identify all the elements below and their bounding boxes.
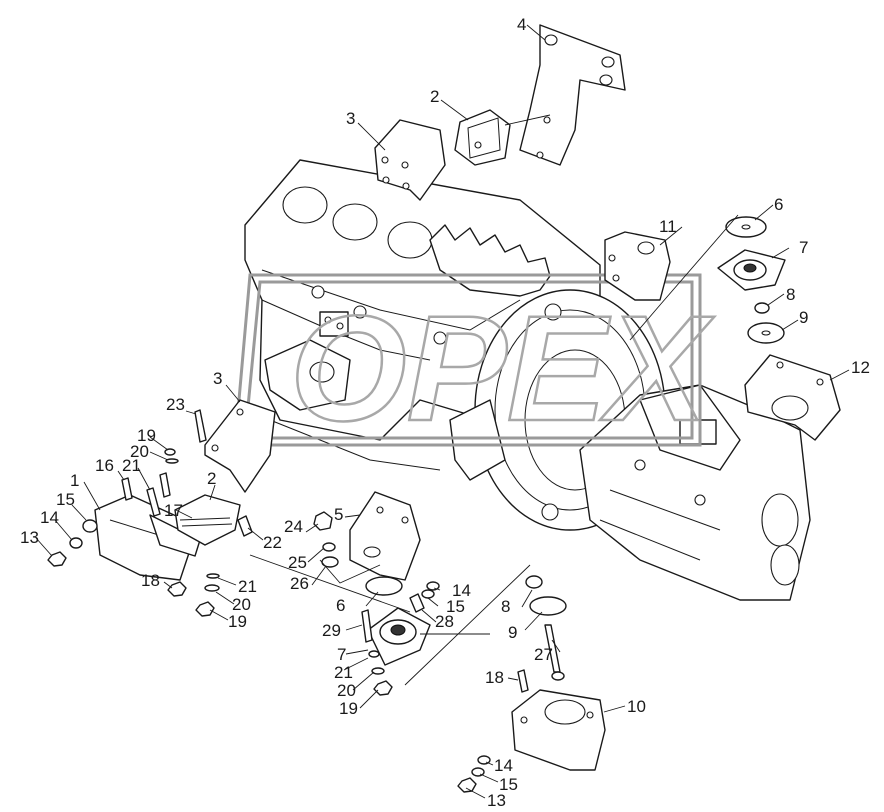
callout-25: 25 bbox=[288, 553, 307, 572]
callout-19: 19 bbox=[137, 426, 156, 445]
callout-13: 13 bbox=[20, 528, 39, 547]
opex-watermark: OPEX bbox=[233, 273, 716, 453]
callout-3: 3 bbox=[346, 109, 355, 128]
callout-27: 27 bbox=[534, 645, 553, 664]
callout-16: 16 bbox=[95, 456, 114, 475]
part-2-lower-mount bbox=[174, 494, 241, 546]
callout-7: 7 bbox=[337, 645, 346, 664]
callout-22: 22 bbox=[263, 533, 282, 552]
fasteners bbox=[47, 409, 529, 793]
callout-9: 9 bbox=[508, 623, 517, 642]
callout-8: 8 bbox=[786, 285, 795, 304]
callout-10: 10 bbox=[627, 697, 646, 716]
part-12-support bbox=[744, 354, 841, 441]
callout-14: 14 bbox=[40, 508, 59, 527]
part-5-bracket bbox=[349, 491, 421, 581]
callout-26: 26 bbox=[290, 574, 309, 593]
callout-21: 21 bbox=[122, 456, 141, 475]
callout-20: 20 bbox=[232, 595, 251, 614]
part-2-upper-mount bbox=[454, 109, 511, 166]
part-10-support bbox=[511, 689, 606, 771]
callout-19: 19 bbox=[228, 612, 247, 631]
callout-1: 1 bbox=[70, 471, 79, 490]
part-4-bracket bbox=[519, 24, 626, 166]
part-6-lower-washer bbox=[365, 576, 403, 596]
callout-20: 20 bbox=[337, 681, 356, 700]
part-3-upper-bracket bbox=[374, 119, 446, 201]
lower-mount-stack bbox=[365, 576, 431, 666]
callout-6: 6 bbox=[774, 195, 783, 214]
callout-12: 12 bbox=[851, 358, 870, 377]
callout-2: 2 bbox=[430, 87, 439, 106]
leader-lines bbox=[35, 24, 850, 799]
callout-23: 23 bbox=[166, 395, 185, 414]
callout-14: 14 bbox=[452, 581, 471, 600]
callout-18: 18 bbox=[485, 668, 504, 687]
callout-3: 3 bbox=[213, 369, 222, 388]
upper-mount-stack bbox=[717, 216, 786, 344]
callout-29: 29 bbox=[322, 621, 341, 640]
callout-7: 7 bbox=[799, 238, 808, 257]
callout-15: 15 bbox=[446, 597, 465, 616]
callout-21: 21 bbox=[334, 663, 353, 682]
callout-2: 2 bbox=[207, 469, 216, 488]
flywheel-gear bbox=[429, 224, 551, 297]
callout-14: 14 bbox=[494, 756, 513, 775]
callout-13: 13 bbox=[487, 791, 506, 810]
callout-19: 19 bbox=[339, 699, 358, 718]
callout-24: 24 bbox=[284, 517, 303, 536]
callout-17: 17 bbox=[164, 501, 183, 520]
part-1-bracket bbox=[94, 494, 201, 581]
callout-20: 20 bbox=[130, 442, 149, 461]
callout-28: 28 bbox=[435, 612, 454, 631]
callout-8: 8 bbox=[501, 597, 510, 616]
part-3-lower-bracket bbox=[204, 399, 276, 493]
callout-15: 15 bbox=[499, 775, 518, 794]
lower-right-stack bbox=[525, 575, 567, 681]
part-11-bracket bbox=[604, 231, 671, 301]
part-8-washer bbox=[754, 302, 770, 314]
callout-15: 15 bbox=[56, 490, 75, 509]
callout-11: 11 bbox=[659, 217, 677, 236]
callout-labels: 4 2 3 6 7 11 8 9 12 3 23 19 20 16 21 2 1… bbox=[20, 15, 870, 810]
callout-21: 21 bbox=[238, 577, 257, 596]
callout-18: 18 bbox=[141, 571, 160, 590]
callout-5: 5 bbox=[334, 505, 343, 524]
callout-4: 4 bbox=[517, 15, 526, 34]
watermark-text: OPEX bbox=[290, 284, 715, 452]
callout-9: 9 bbox=[799, 308, 808, 327]
callout-6: 6 bbox=[336, 596, 345, 615]
